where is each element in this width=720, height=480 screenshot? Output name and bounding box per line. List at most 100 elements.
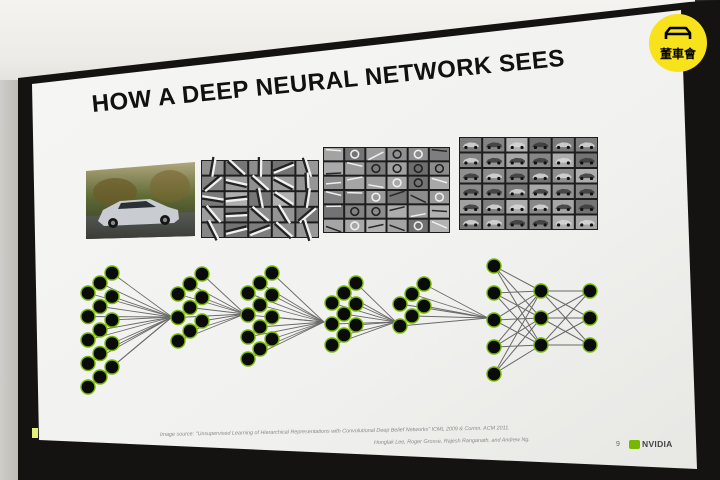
neuron-block1	[104, 359, 120, 375]
feature-panel-edge	[201, 156, 319, 242]
neuron-block1	[80, 355, 96, 372]
connection-line	[99, 316, 173, 331]
neuron-block2	[182, 276, 198, 292]
image-source-citation: Image source: "Unsupervised Learning of …	[159, 425, 510, 438]
connection-line	[411, 293, 489, 319]
filter-panels	[201, 137, 598, 242]
neuron-block5	[416, 298, 432, 314]
connection-line	[259, 321, 325, 328]
connection-line	[111, 296, 173, 318]
slide-title: HOW A DEEP NEURAL NETWORK SEES	[90, 44, 567, 118]
connection-line	[271, 272, 325, 323]
neuron-block1	[92, 369, 108, 385]
connection-line	[355, 282, 397, 323]
neuron-dense1	[486, 312, 502, 328]
neuron-block2	[170, 333, 186, 349]
neuron-dense1	[486, 366, 502, 382]
neuron-block3	[240, 351, 256, 367]
connection-line	[331, 321, 397, 325]
neuron-block1	[80, 308, 96, 325]
neuron-block4	[324, 316, 340, 332]
image-source-authors: Honglak Lee, Roger Grosse, Rajesh Rangan…	[373, 437, 530, 446]
connection-line	[540, 317, 591, 346]
neuron-block2	[170, 309, 186, 326]
connection-line	[177, 293, 246, 315]
neuron-block1	[104, 288, 120, 305]
neuron-block5	[416, 276, 432, 292]
connection-line	[99, 282, 173, 318]
neuron-block1	[92, 322, 108, 338]
network-connections	[87, 265, 591, 388]
car-icon	[664, 26, 692, 39]
connection-line	[259, 304, 325, 323]
neuron-block3	[252, 275, 268, 291]
connection-line	[540, 290, 591, 319]
neuron-block3	[264, 331, 280, 347]
connection-line	[399, 303, 489, 319]
connection-line	[411, 315, 489, 319]
slide-marker	[32, 428, 38, 438]
neuron-block3	[252, 297, 268, 313]
connection-line	[423, 283, 489, 319]
neuron-block2	[182, 299, 198, 316]
neuron-dense1	[486, 339, 502, 355]
car-photo-panel	[86, 162, 195, 239]
connection-line	[493, 290, 542, 375]
neuron-block1	[80, 332, 96, 348]
connection-line	[99, 306, 173, 318]
connection-line	[111, 316, 173, 344]
neuron-block4	[336, 285, 352, 301]
connection-line	[493, 317, 542, 375]
nvidia-logo: NVIDIA	[629, 439, 675, 451]
neuron-block1	[92, 298, 108, 315]
neuron-block3	[252, 319, 268, 335]
connection-line	[493, 290, 542, 294]
neuron-block4	[324, 295, 340, 311]
connection-line	[271, 294, 325, 323]
connection-line	[189, 313, 246, 332]
connection-line	[189, 283, 246, 315]
neuron-block3	[264, 265, 280, 281]
connection-line	[177, 313, 246, 318]
neuron-block3	[252, 341, 268, 357]
neuron-block1	[104, 335, 120, 352]
connection-line	[87, 292, 173, 318]
neuron-block5	[392, 296, 408, 312]
neuron-output	[582, 310, 598, 326]
connection-line	[493, 265, 542, 292]
connection-line	[111, 316, 173, 321]
neuron-dense1	[486, 285, 502, 301]
neuron-block3	[264, 287, 280, 303]
connection-line	[331, 302, 397, 323]
neuron-block4	[348, 275, 364, 291]
neuron-block1	[104, 312, 120, 328]
connection-line	[111, 272, 173, 318]
neuron-block4	[336, 327, 352, 343]
connection-line	[540, 290, 591, 346]
neuron-dense2	[533, 310, 549, 326]
connection-line	[493, 290, 542, 348]
neuron-block3	[240, 307, 256, 323]
neuron-output	[582, 337, 598, 353]
connection-line	[493, 344, 542, 375]
connection-line	[493, 290, 542, 321]
nvidia-wordmark: NVIDIA	[642, 439, 673, 449]
neuron-block2	[194, 313, 210, 329]
watermark-badge: 董車會	[649, 14, 707, 72]
neuron-block3	[240, 285, 256, 301]
neuron-block2	[170, 286, 186, 302]
neuron-block5	[404, 308, 420, 324]
neuron-block3	[240, 329, 256, 345]
neuron-dense1	[486, 258, 502, 274]
neuron-block1	[92, 275, 108, 291]
neuron-block1	[92, 345, 108, 362]
feature-panel-object	[459, 137, 598, 230]
neuron-block4	[348, 317, 364, 333]
connection-line	[343, 313, 397, 323]
neuron-block3	[264, 309, 280, 325]
page-number: 9	[616, 441, 620, 448]
connection-line	[343, 321, 397, 336]
connection-line	[87, 316, 173, 318]
neuron-output	[582, 283, 598, 299]
